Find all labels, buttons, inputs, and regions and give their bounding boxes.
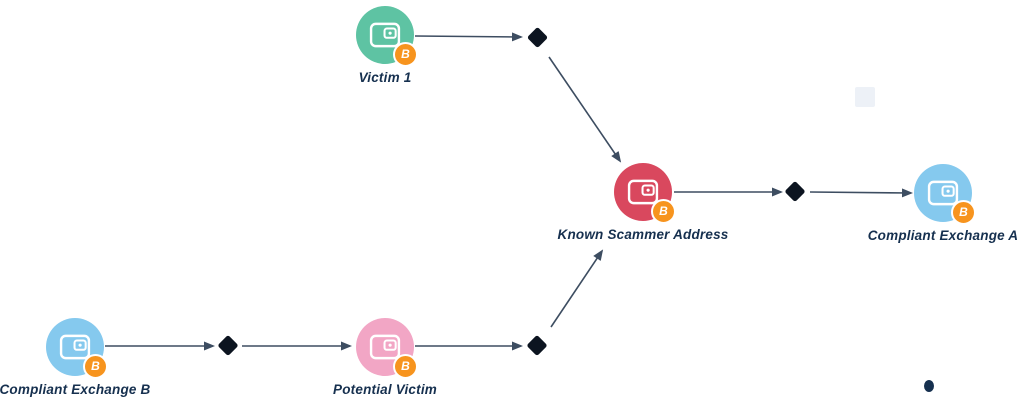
wallet-circle[interactable]: B (356, 6, 418, 67)
wallet-node-compliant-exchange-b[interactable]: B Compliant Exchange B (0, 318, 150, 397)
transaction-diamond-tx3[interactable] (217, 335, 238, 356)
transaction-diamond-tx2[interactable] (784, 181, 805, 202)
edge-tx2-to-exchangeA[interactable] (809, 188, 913, 198)
node-label-potential-victim: Potential Victim (333, 382, 437, 397)
bitcoin-badge-icon: B (651, 199, 676, 224)
wallet-node-victim-1[interactable]: B Victim 1 (356, 6, 418, 85)
wallet-circle[interactable]: B (46, 318, 108, 379)
dark-dot-marker (924, 380, 934, 392)
node-label-victim-1: Victim 1 (358, 70, 412, 85)
faint-highlight-square (855, 87, 875, 107)
edge-victim1-to-tx1[interactable] (414, 32, 523, 42)
node-label-known-scammer-address: Known Scammer Address (557, 227, 729, 242)
wallet-circle[interactable]: B (614, 163, 676, 224)
bitcoin-badge-icon: B (951, 200, 976, 225)
transaction-diamond-tx1[interactable] (527, 27, 548, 48)
wallet-icon (927, 180, 959, 206)
wallet-node-compliant-exchange-a[interactable]: B Compliant Exchange A (868, 164, 1018, 243)
bitcoin-badge-icon: B (393, 42, 418, 67)
node-label-compliant-exchange-a: Compliant Exchange A (867, 228, 1019, 243)
wallet-circle[interactable]: B (356, 318, 418, 379)
bitcoin-badge-icon: B (393, 354, 418, 379)
wallet-icon (369, 22, 401, 48)
transaction-diamond-tx4[interactable] (526, 335, 547, 356)
edge-tx1-to-scammer[interactable] (548, 56, 622, 163)
wallet-icon (369, 334, 401, 360)
wallet-node-known-scammer-address[interactable]: B Known Scammer Address (558, 163, 728, 242)
node-label-compliant-exchange-b: Compliant Exchange B (0, 382, 151, 397)
wallet-icon (59, 334, 91, 360)
edge-tx4-to-scammer[interactable] (550, 249, 604, 328)
bitcoin-badge-icon: B (83, 354, 108, 379)
wallet-node-potential-victim[interactable]: B Potential Victim (333, 318, 437, 397)
wallet-icon (627, 179, 659, 205)
wallet-circle[interactable]: B (914, 164, 976, 225)
